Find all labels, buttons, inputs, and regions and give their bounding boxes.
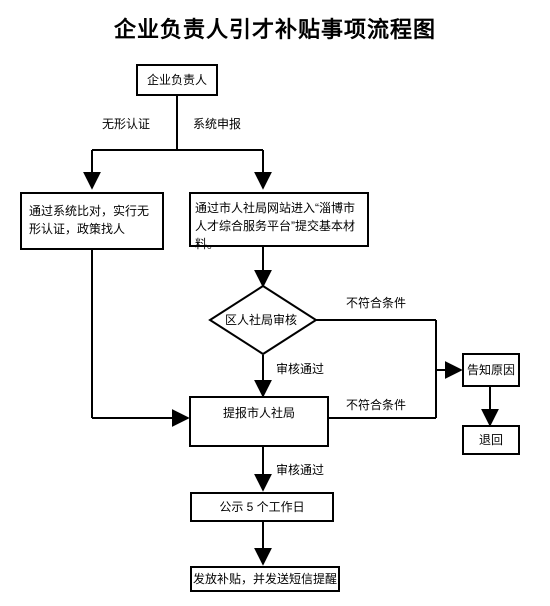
review-node-label: 区人社局审核 bbox=[225, 313, 298, 327]
review-diamond bbox=[208, 284, 318, 356]
grant-node: 发放补贴，并发送短信提醒 bbox=[190, 566, 340, 592]
online-node: 通过市人社局网站进入“淄博市人才综合服务平台”提交基本材料。 bbox=[189, 192, 369, 251]
return-node: 退回 bbox=[462, 425, 520, 455]
start-node: 企业负责人 bbox=[136, 64, 218, 96]
inform-node: 告知原因 bbox=[462, 353, 520, 387]
edge-label-pass-2: 审核通过 bbox=[276, 463, 325, 477]
edge-label-no-form: 无形认证 bbox=[102, 117, 151, 131]
edge-label-apply: 系统申报 bbox=[193, 117, 242, 131]
no-form-node: 通过系统比对，实行无形认证，政策找人 bbox=[20, 192, 164, 250]
edge-label-reject-1: 不符合条件 bbox=[346, 296, 407, 310]
edge-label-pass-1: 审核通过 bbox=[276, 362, 325, 376]
notice-node: 公示 5 个工作日 bbox=[190, 492, 334, 522]
city-node: 提报市人社局 bbox=[189, 396, 329, 447]
edge-label-reject-2: 不符合条件 bbox=[346, 398, 407, 412]
page-title: 企业负责人引才补贴事项流程图 bbox=[113, 17, 436, 43]
